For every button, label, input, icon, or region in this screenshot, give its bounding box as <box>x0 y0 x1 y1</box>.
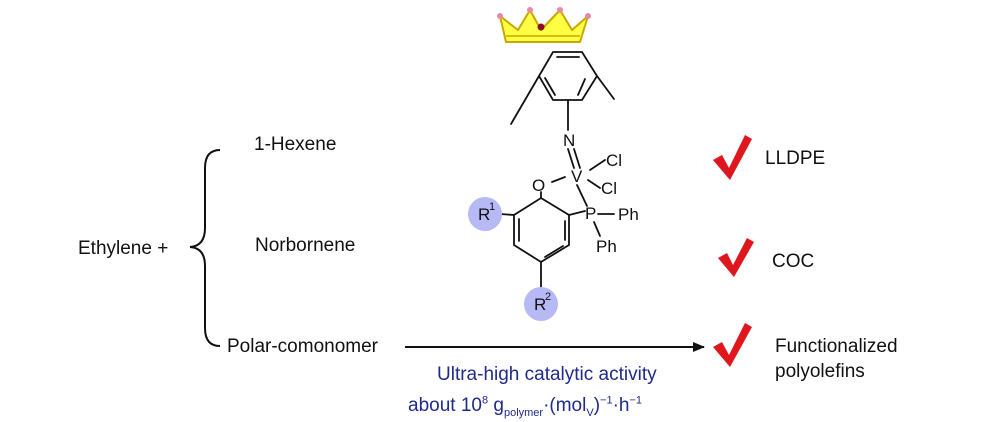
product-functionalized: Functionalized <box>775 336 898 357</box>
comonomer-norbornene: Norbornene <box>255 235 356 256</box>
activity-h: ·h <box>612 395 630 416</box>
activity-mol: ·(mol <box>543 395 587 416</box>
check-icon <box>718 238 754 277</box>
atom-r1: R <box>478 205 490 224</box>
curly-brace <box>189 149 221 347</box>
atom-ph-2: Ph <box>596 237 617 256</box>
check-icon <box>713 135 752 180</box>
comonomer-polar: Polar-comonomer <box>227 336 378 357</box>
activity-g: g <box>493 395 504 416</box>
activity-sub-polymer: polymer <box>503 406 544 419</box>
product-polyolefins: polyolefins <box>775 361 865 382</box>
atom-cl-2: Cl <box>601 179 617 198</box>
atom-n: N <box>563 131 575 150</box>
r1-circle <box>468 197 502 231</box>
atom-r2: R <box>534 295 546 314</box>
atom-cl-1: Cl <box>606 151 622 170</box>
activity-caption-line2: about 108 gpolymer·(molV)−1·h−1 <box>408 394 643 418</box>
atom-r1-sup: 1 <box>489 201 495 213</box>
crown-icon <box>497 7 591 43</box>
product-lldpe: LLDPE <box>765 148 826 169</box>
comonomer-1-hexene: 1-Hexene <box>254 134 337 155</box>
atom-p: P <box>585 204 596 223</box>
molecule-structure <box>499 51 615 289</box>
activity-exp-neg1b: −1 <box>629 394 643 407</box>
activity-about: about 10 <box>408 395 482 416</box>
atom-o: O <box>532 176 545 195</box>
atom-v: V <box>571 167 583 186</box>
activity-caption-line1: Ultra-high catalytic activity <box>437 364 657 385</box>
activity-sub-v: V <box>586 406 594 419</box>
activity-close: ) <box>593 395 601 416</box>
ethylene-label: Ethylene + <box>78 238 169 259</box>
activity-exp-8: 8 <box>481 394 489 407</box>
atom-r2-sup: 2 <box>545 291 551 303</box>
check-icon <box>713 323 752 367</box>
r2-circle <box>524 287 558 321</box>
atom-ph-1: Ph <box>618 205 639 224</box>
product-coc: COC <box>772 251 815 272</box>
activity-exp-neg1a: −1 <box>600 394 613 407</box>
